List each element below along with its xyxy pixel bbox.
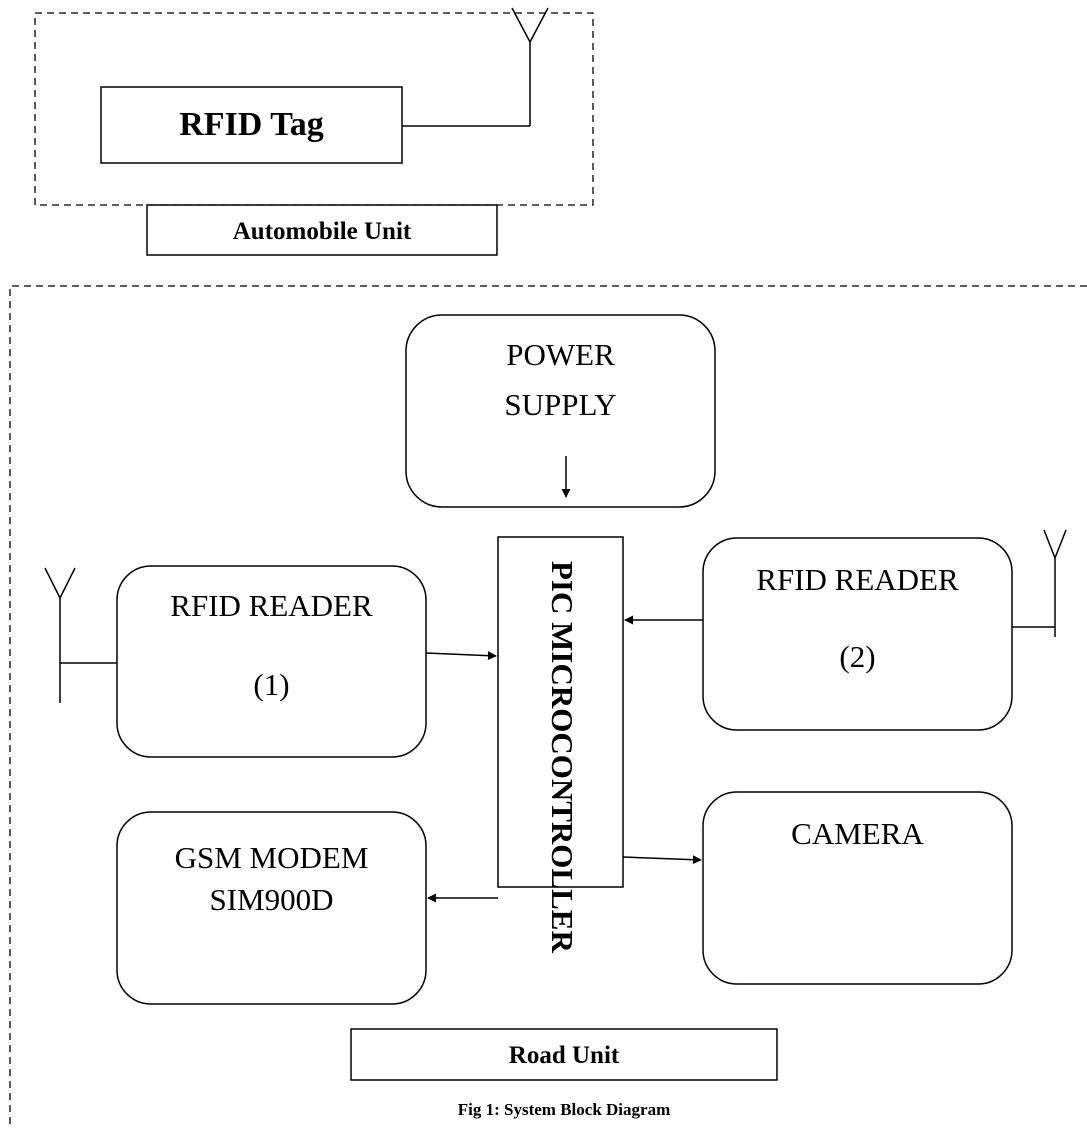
gsm-modem-label-line-2: SIM900D bbox=[209, 882, 334, 917]
figure-caption: Fig 1: System Block Diagram bbox=[457, 1100, 671, 1119]
automobile-unit-label: Automobile Unit bbox=[232, 218, 412, 245]
rfid-reader-2-antenna-icon bbox=[1012, 529, 1067, 637]
microcontroller-label: PIC MICROCONTROLLER bbox=[545, 561, 580, 953]
rfid-reader-1-box bbox=[116, 565, 427, 758]
reader-1-to-mcu-arrow bbox=[425, 651, 497, 661]
road-unit-label: Road Unit bbox=[508, 1042, 620, 1069]
rfid-reader-2-box bbox=[702, 537, 1013, 731]
rfid-tag-box bbox=[100, 86, 403, 164]
road-unit-boundary bbox=[9, 285, 1087, 1128]
power-supply-label-line-2: SUPPLY bbox=[504, 387, 617, 422]
rfid-reader-1-label: RFID READER bbox=[170, 588, 373, 623]
rfid-reader-1-number: (1) bbox=[253, 667, 290, 702]
camera-box bbox=[702, 791, 1013, 985]
automobile-unit-boundary bbox=[34, 12, 594, 206]
mcu-to-camera-arrow bbox=[622, 855, 702, 865]
rfid-reader-2-label: RFID READER bbox=[756, 562, 959, 597]
rfid-tag-antenna-icon bbox=[511, 7, 549, 126]
power-supply-box bbox=[405, 314, 716, 508]
road-unit-label-box bbox=[350, 1028, 778, 1081]
rfid-tag-label: RFID Tag bbox=[179, 106, 324, 143]
gsm-modem-label-line-1: GSM MODEM bbox=[174, 840, 369, 875]
power-supply-label-line-1: POWER bbox=[506, 337, 615, 372]
rfid-reader-2-number: (2) bbox=[839, 639, 876, 674]
microcontroller-box bbox=[497, 536, 624, 888]
gsm-modem-box bbox=[116, 811, 427, 1005]
automobile-unit-label-box bbox=[146, 204, 498, 256]
rfid-reader-1-antenna-icon bbox=[44, 567, 117, 703]
camera-label: CAMERA bbox=[791, 816, 924, 851]
